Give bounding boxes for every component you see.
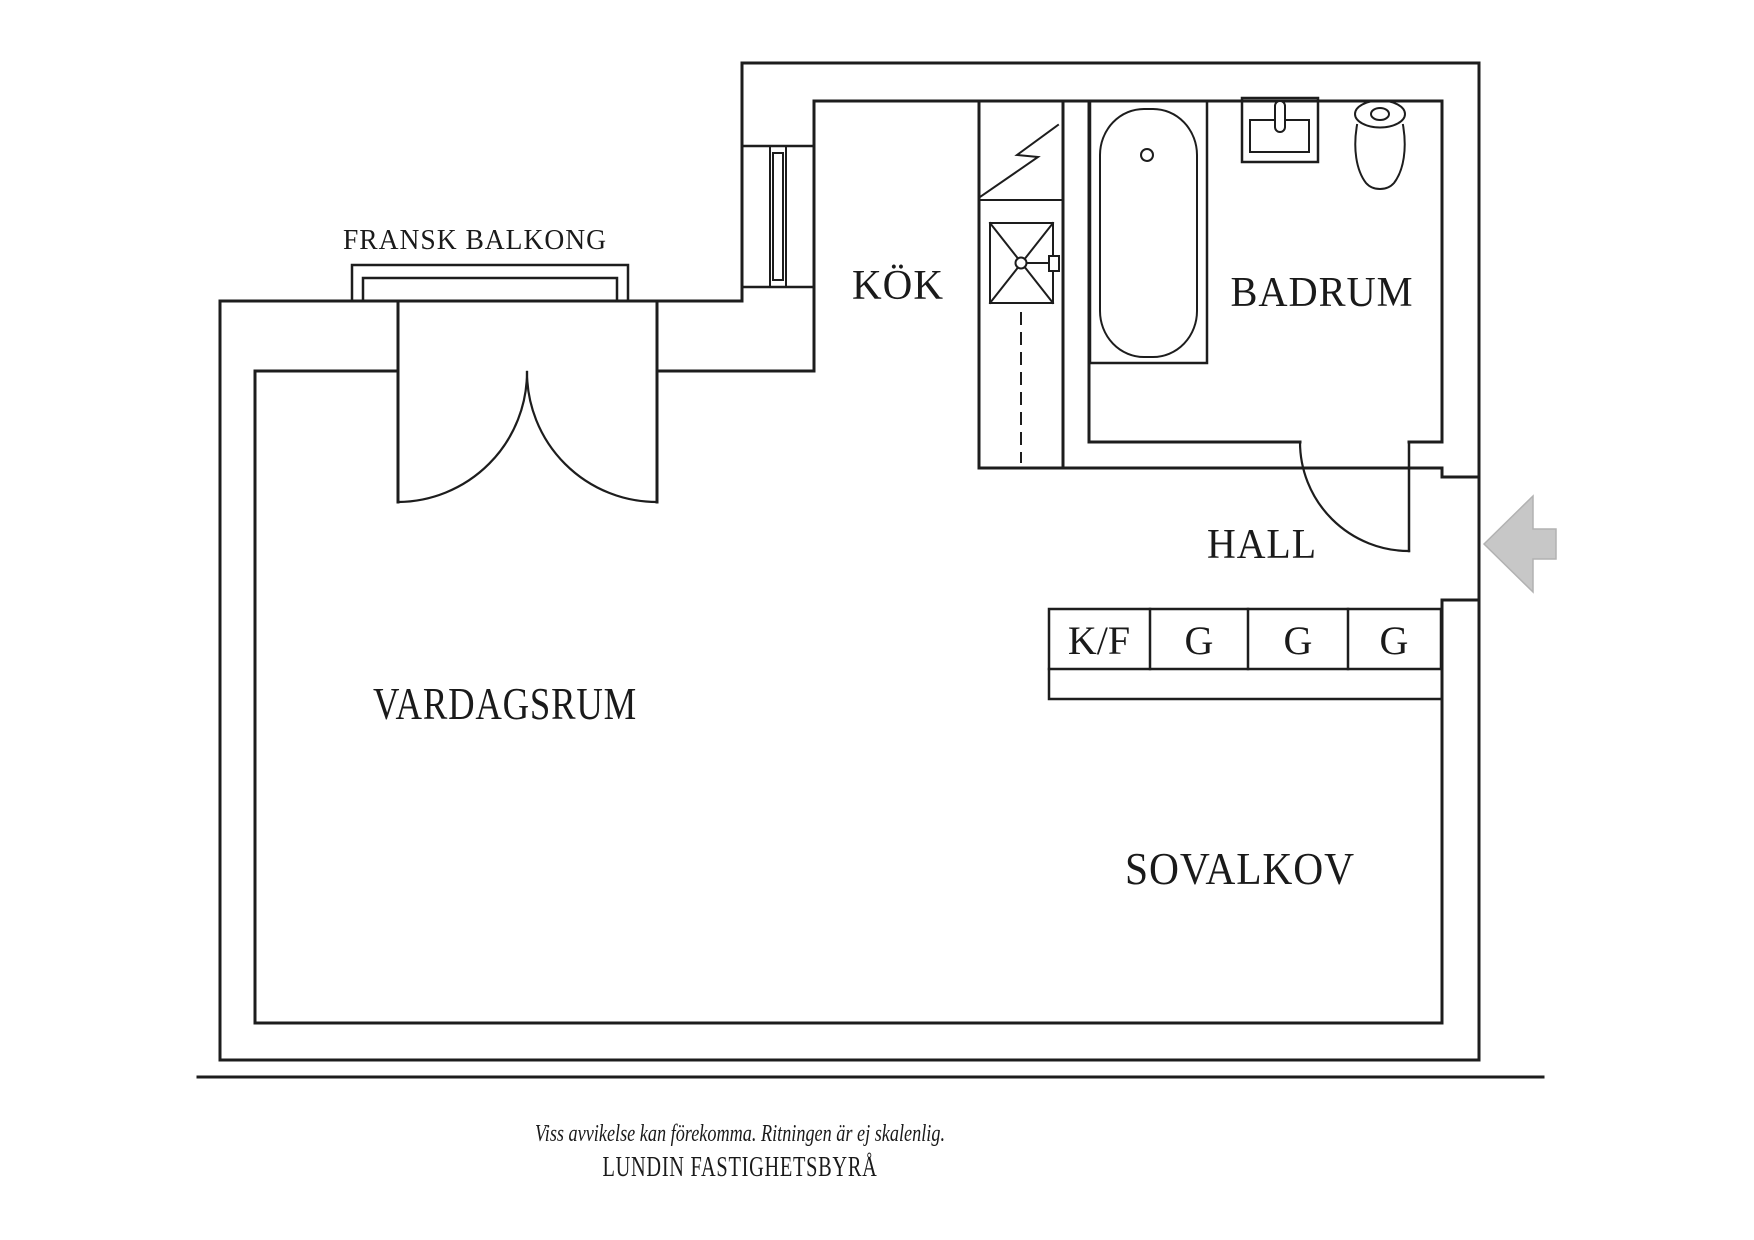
bathtub-drain — [1140, 148, 1154, 162]
closet-label-kf: K/F — [1068, 618, 1130, 663]
french-door-right-swing-arc — [525, 370, 659, 504]
toilet-tank — [1354, 99, 1406, 129]
living-room-label: VARDAGSRUM — [373, 678, 637, 729]
closet-label-g2: G — [1284, 618, 1313, 663]
closet-label-g1: G — [1185, 618, 1214, 663]
bathroom-label: BADRUM — [1231, 270, 1414, 316]
footer-disclaimer: Viss avvikelse kan förekomma. Ritningen … — [535, 1121, 945, 1147]
inner-wall-left-bottom-right — [253, 369, 1481, 1025]
window-frame — [769, 145, 787, 288]
shower-drain — [1014, 256, 1028, 270]
balcony-label: FRANSK BALKONG — [343, 225, 607, 256]
sink-counter — [1240, 96, 1320, 164]
entrance-arrow-icon — [1482, 494, 1557, 594]
footer-company: LUNDIN FASTIGHETSBYRÅ — [603, 1152, 878, 1183]
toilet-flush-button — [1370, 107, 1390, 121]
balcony-railing-outer — [350, 263, 630, 303]
outer-wall-outline — [218, 61, 1481, 1062]
sleeping-alcove-label: SOVALKOV — [1125, 843, 1355, 894]
kitchen-label: KÖK — [852, 263, 944, 309]
entry-top-jamb — [1407, 466, 1481, 479]
hall-label: HALL — [1207, 522, 1317, 568]
closet-dividers — [1148, 607, 1350, 671]
toilet-bowl — [1354, 123, 1406, 190]
window-reveals — [740, 144, 816, 289]
entry-door-swing-arc — [1298, 440, 1411, 553]
closet-row — [1047, 607, 1443, 671]
french-door-left-swing-arc — [396, 370, 529, 504]
sink-faucet — [1274, 100, 1286, 133]
shower-mixer — [1048, 255, 1060, 272]
folding-door-symbol — [978, 123, 1060, 199]
alcove-top-wall — [1047, 667, 1443, 701]
linework — [196, 61, 1545, 1079]
bathtub — [1099, 108, 1198, 358]
bathtub-deck — [1088, 99, 1209, 365]
balcony-railing-inner — [361, 276, 619, 303]
closet-label-g3: G — [1380, 618, 1409, 663]
window-sash — [772, 152, 784, 281]
